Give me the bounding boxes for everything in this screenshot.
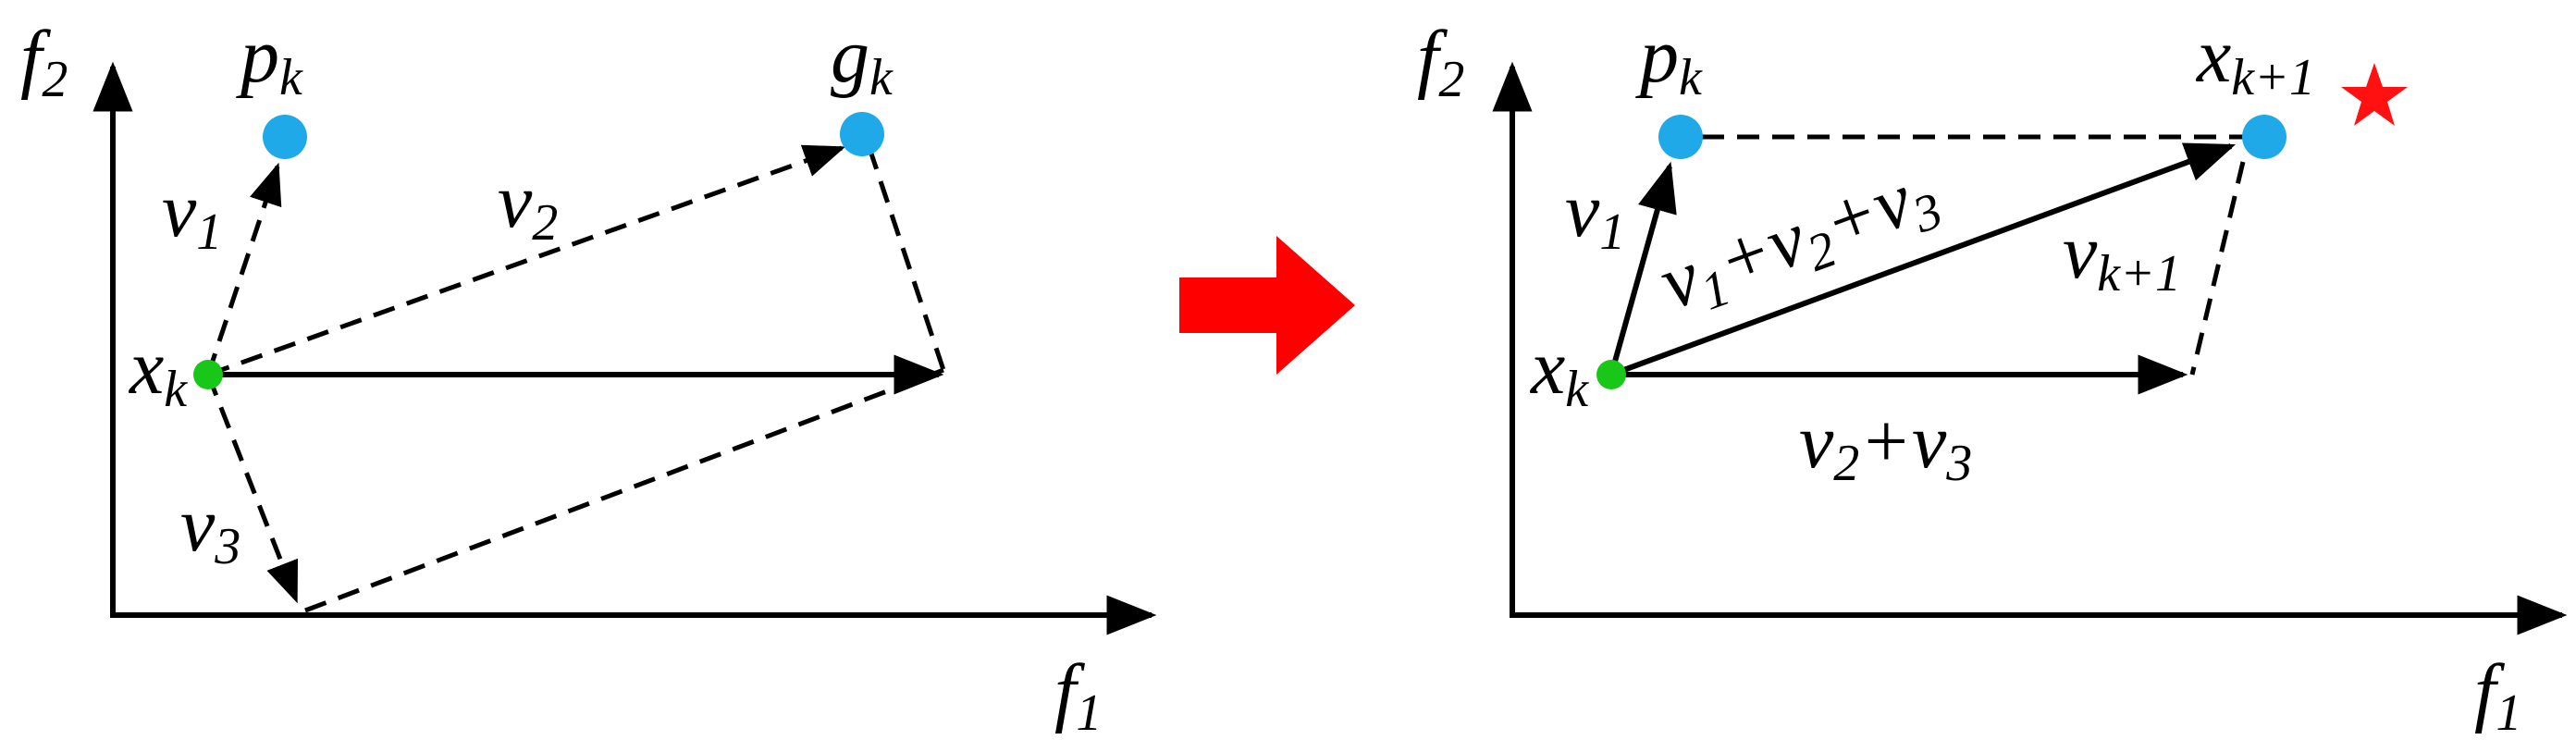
right-label-xnext: xk+1 [2195, 13, 2315, 106]
right-label-sum2: v2+v3 [1799, 399, 1972, 492]
right-vector-sum3 [1609, 142, 2237, 377]
right-label-vnext: vk+1 [2063, 209, 2181, 302]
left-label-pk: pk [236, 13, 303, 106]
left-panel: f2 f1 pk gk xk v1 v2 v3 [20, 13, 1157, 742]
right-y-axis-label: f2 [1417, 15, 1464, 108]
left-label-v2: v2 [498, 158, 558, 252]
right-label-v1: v1 [1565, 167, 1625, 261]
left-y-axis-label: f2 [20, 15, 68, 108]
right-label-xk: xk [1529, 325, 1589, 418]
right-dash-xnext-to-corner [2189, 161, 2246, 376]
left-vector-v2 [207, 144, 846, 377]
left-x-axis-label: f1 [1054, 648, 1102, 742]
right-arrow-icon [1179, 236, 1355, 375]
right-label-pk: pk [1635, 13, 1703, 106]
left-vector-v1 [205, 162, 282, 376]
left-label-v3: v3 [180, 482, 240, 575]
right-point-xk [1596, 360, 1626, 389]
left-point-gk [840, 112, 884, 156]
left-dash-bottom-corner [304, 367, 944, 613]
right-vector-v1 [1608, 161, 1677, 376]
left-dash-gk-corner [867, 147, 946, 371]
right-x-axis-label: f1 [2474, 648, 2521, 742]
left-label-xk: xk [128, 325, 188, 418]
left-label-gk: gk [831, 13, 894, 106]
right-panel: f2 f1 pk xk+1 xk v1 v1+v2+v3 vk+1 v2+v3 [1417, 13, 2568, 742]
left-point-pk [263, 115, 307, 159]
left-vector-v3 [205, 374, 299, 604]
right-point-xnext [2242, 115, 2286, 159]
left-label-v1: v1 [162, 167, 222, 261]
star-icon [2341, 63, 2408, 126]
right-point-pk [1658, 115, 1703, 159]
left-point-xk [193, 360, 223, 389]
